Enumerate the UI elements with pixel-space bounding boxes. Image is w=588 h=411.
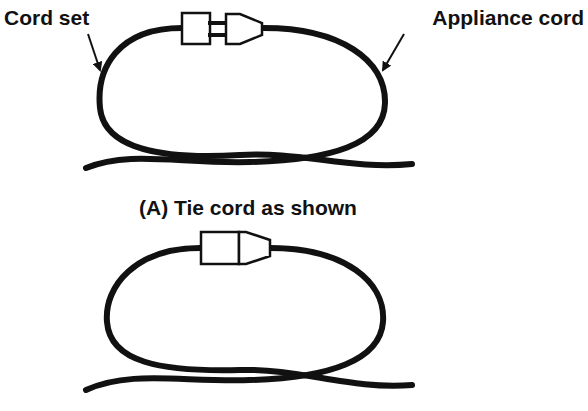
appliance-cord [86,28,385,168]
appliance-plug [226,14,262,44]
appliance-plug [239,232,270,264]
cord-set-socket [201,232,239,264]
leader-arrow [88,34,100,70]
plug-prong [208,33,226,37]
figure-caption: (A) Tie cord as shown [139,196,357,219]
leader-arrow [383,34,404,70]
appliance-cord [86,248,383,390]
plug-prong [208,21,226,25]
cord-set-socket [182,13,210,44]
part-label: Appliance cord [432,6,584,29]
cord-set-cord [100,28,412,165]
cord-set-cord [107,248,412,386]
part-label: Cord set [4,6,89,29]
